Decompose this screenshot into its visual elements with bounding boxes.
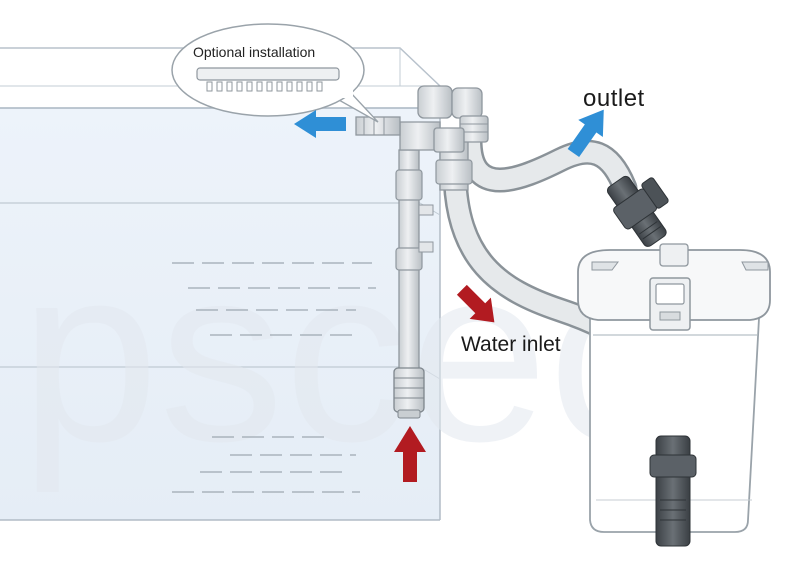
optional-installation-label: Optional installation: [193, 44, 316, 60]
arrow-blue-tank-icon: [294, 110, 346, 138]
inlet-valve: [649, 435, 697, 547]
valve-lever-icon: [641, 177, 669, 209]
spray-nozzle: [355, 116, 401, 136]
optional-installation-callout: [171, 23, 379, 123]
water-ripple-lines: [172, 262, 376, 493]
watermark: pscec: [20, 214, 673, 493]
outlet-valve: [606, 175, 667, 247]
intake-strainer: [393, 367, 425, 419]
canister-filter: [577, 243, 771, 533]
outlet-label: outlet: [583, 85, 645, 112]
pipe-elbows: [399, 85, 489, 153]
aquarium-tank: [0, 47, 441, 521]
outlet-hose: [457, 127, 638, 201]
arrow-red-inlet-icon: [456, 284, 495, 323]
water-inlet-label: Water inlet: [461, 333, 561, 356]
arrow-red-up-icon: [394, 426, 426, 482]
arrow-blue-outlet-icon: [567, 109, 604, 158]
spray-bar-icon: [196, 67, 340, 92]
